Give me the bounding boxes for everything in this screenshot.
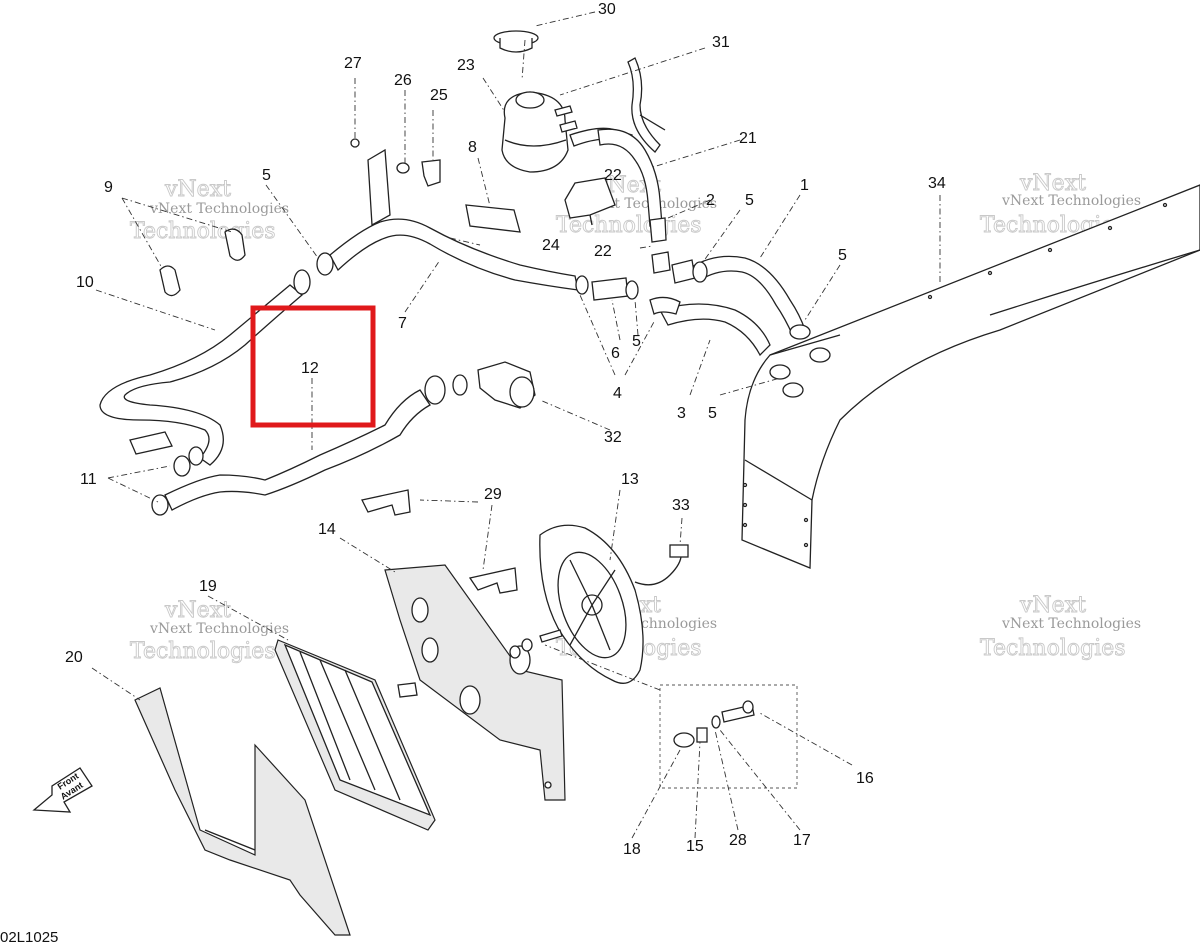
callout-28[interactable]: 28	[729, 832, 747, 849]
callout-5b[interactable]: 5	[745, 192, 754, 209]
callout-13[interactable]: 13	[621, 471, 639, 488]
watermark-top-left: vNext vNext Technologies Technologies	[130, 177, 290, 245]
callout-31[interactable]: 31	[712, 34, 730, 51]
callout-25[interactable]: 25	[430, 87, 448, 104]
part-20-panel	[134, 687, 351, 936]
part-30-cap	[493, 30, 539, 53]
drawing-code: 02L1025	[0, 929, 58, 946]
callout-24[interactable]: 24	[542, 237, 560, 254]
svg-text:vNext: vNext	[1019, 171, 1086, 196]
part-7-upper-hose	[329, 218, 579, 291]
front-direction-arrow: Front Avant	[32, 767, 93, 813]
part-25-clip	[421, 159, 441, 187]
svg-text:vNext: vNext	[164, 598, 231, 623]
callout-22a[interactable]: 22	[604, 167, 622, 184]
part-22-fitting	[649, 217, 671, 274]
callout-5c[interactable]: 5	[838, 247, 847, 264]
part-24-bracket	[564, 177, 616, 226]
part-31-overflow-hose	[627, 57, 666, 153]
callout-12[interactable]: 12	[301, 360, 319, 377]
part-9-clamps	[159, 228, 246, 297]
part-27-bolt	[350, 138, 360, 148]
callout-16[interactable]: 16	[856, 770, 874, 787]
callout-10[interactable]: 10	[76, 274, 94, 291]
fan-bolts	[509, 629, 563, 659]
callout-17[interactable]: 17	[793, 832, 811, 849]
part-10-left-pipe	[99, 284, 304, 466]
callout-15[interactable]: 15	[686, 838, 704, 855]
callout-5d[interactable]: 5	[632, 333, 641, 350]
callout-14[interactable]: 14	[318, 521, 336, 538]
part-32-thermostat	[424, 361, 536, 409]
callout-27[interactable]: 27	[344, 55, 362, 72]
hardware-detail-box	[659, 684, 798, 789]
callout-22b[interactable]: 22	[594, 243, 612, 260]
callout-5a[interactable]: 5	[262, 167, 271, 184]
callout-23[interactable]: 23	[457, 57, 475, 74]
watermark-bottom-left: vNext vNext Technologies Technologies	[130, 598, 290, 665]
svg-text:vNext Technologies: vNext Technologies	[1001, 616, 1141, 632]
svg-text:Technologies: Technologies	[980, 636, 1126, 661]
callout-12-highlight-box	[250, 305, 376, 428]
callout-3[interactable]: 3	[677, 405, 686, 422]
callout-32[interactable]: 32	[604, 429, 622, 446]
part-4-y-fitting	[649, 296, 681, 315]
leader-lines	[91, 11, 941, 839]
part-26-screw	[396, 162, 410, 174]
mount-bracket	[367, 148, 391, 227]
part-11-clamps	[129, 431, 204, 516]
part-2-fitting	[671, 259, 696, 284]
part-34-side-panel	[741, 184, 1200, 569]
svg-text:Technologies: Technologies	[130, 639, 276, 664]
callout-4[interactable]: 4	[613, 385, 622, 402]
svg-text:vNext Technologies: vNext Technologies	[1001, 193, 1141, 209]
part-29-brackets	[361, 489, 518, 594]
callout-6[interactable]: 6	[611, 345, 620, 362]
svg-text:vNext Technologies: vNext Technologies	[149, 621, 289, 637]
part-13-fan	[539, 524, 689, 684]
part-3-hose	[659, 303, 771, 357]
callout-5e[interactable]: 5	[708, 405, 717, 422]
callout-11[interactable]: 11	[80, 471, 97, 488]
part-12-lower-pipe	[164, 389, 431, 511]
svg-text:vNext Technologies: vNext Technologies	[149, 201, 289, 217]
callout-20[interactable]: 20	[65, 649, 83, 666]
callout-21[interactable]: 21	[739, 130, 757, 147]
callout-30[interactable]: 30	[598, 1, 616, 18]
callout-1[interactable]: 1	[800, 177, 809, 194]
callout-9[interactable]: 9	[104, 179, 113, 196]
callout-26[interactable]: 26	[394, 72, 412, 89]
callout-18[interactable]: 18	[623, 841, 641, 858]
callout-8[interactable]: 8	[468, 139, 477, 156]
watermark-bottom-right: vNext vNext Technologies Technologies	[980, 593, 1142, 662]
callout-7[interactable]: 7	[398, 315, 407, 332]
callout-34[interactable]: 34	[928, 175, 946, 192]
part-5-clamps	[293, 252, 831, 398]
part-19-radiator	[274, 639, 436, 831]
callout-29[interactable]: 29	[484, 486, 502, 503]
part-6-short-hose	[591, 277, 629, 301]
callout-2[interactable]: 2	[706, 192, 715, 209]
svg-text:vNext: vNext	[1019, 593, 1086, 618]
svg-text:vNext: vNext	[164, 177, 231, 202]
callout-labels: 1 2 3 4 5 5 5 5 5 6 7 8 9 10 11 12 13 14…	[65, 1, 946, 858]
callout-33[interactable]: 33	[672, 497, 690, 514]
part-8-hose-section	[465, 204, 521, 233]
callout-19[interactable]: 19	[199, 578, 217, 595]
part-14-fan-shroud	[384, 564, 566, 801]
